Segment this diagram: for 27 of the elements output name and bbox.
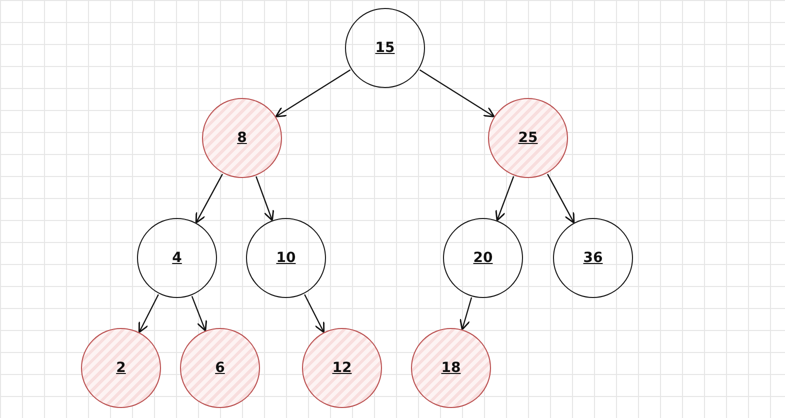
tree-node-circle (202, 98, 282, 178)
arrow (304, 294, 325, 334)
arrow (256, 176, 274, 222)
arrow (460, 297, 472, 330)
node-value: 36 (583, 250, 603, 266)
arrow (195, 174, 223, 224)
tree-node-circle (443, 218, 523, 298)
arrow (419, 69, 495, 118)
node-value: 25 (518, 130, 538, 146)
node-value: 20 (473, 250, 493, 266)
node-value: 18 (441, 360, 461, 376)
node-value: 4 (172, 250, 182, 266)
tree-node-circle (345, 8, 425, 88)
node-value: 6 (215, 360, 225, 376)
node-value: 12 (332, 360, 352, 376)
node-value: 10 (276, 250, 296, 266)
node-value: 8 (237, 130, 247, 146)
arrow (495, 176, 514, 222)
tree-node-circle (137, 218, 217, 298)
arrow (547, 174, 575, 224)
arrow (191, 296, 208, 332)
node-value: 2 (116, 360, 126, 376)
arrow (275, 69, 351, 118)
node-value: 15 (375, 40, 395, 56)
tree-node-circle (553, 218, 633, 298)
tree-node-circle (246, 218, 326, 298)
arrow (138, 294, 159, 334)
